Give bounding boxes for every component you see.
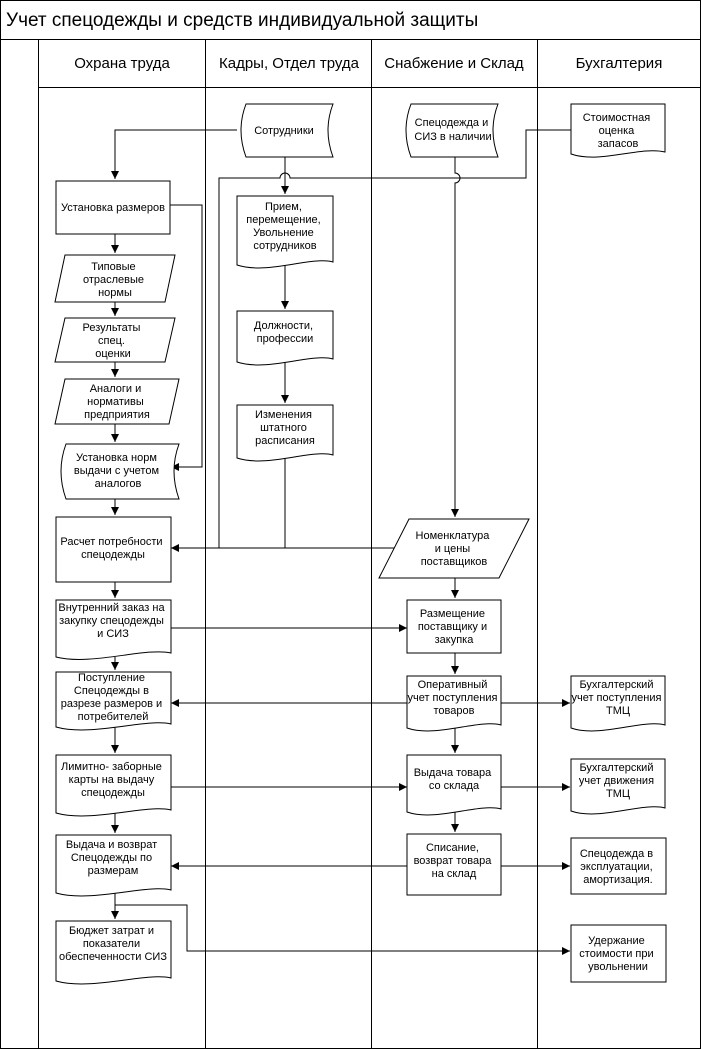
employees-text: Сотрудники	[254, 125, 314, 137]
positions-text: Должности, профессии	[254, 320, 316, 345]
lane-header-hr: Кадры, Отдел труда	[219, 55, 360, 72]
process-needs-calc: Расчет потребности спецодежды	[55, 516, 172, 583]
document-accounting-movement: Бухгалтерский учет движения ТМЦ	[570, 758, 666, 815]
in-use-text: Спецодежда в эксплуатации, амортизация.	[580, 848, 656, 886]
diagram-title: Учет спецодежды и средств индивидуальной…	[6, 10, 478, 31]
process-size-setting: Установка размеров	[55, 180, 171, 235]
lane-header-accounting: Бухгалтерия	[576, 55, 663, 72]
inventory-valuation-text: Стоимостная оценка запасов	[583, 112, 654, 150]
retention-text: Удержание стоимости при увольнении	[579, 935, 656, 973]
special-assessment-text: Результаты спец. оценки	[83, 322, 144, 360]
stock-issue-text: Выдача товара со склада	[414, 767, 495, 792]
document-stock-issue: Выдача товара со склада	[406, 754, 502, 816]
accounting-receipt-text: Бухгалтерский учет поступления ТМЦ	[571, 679, 664, 717]
document-internal-order: Внутренний заказ на закупку спецодежды и…	[55, 599, 172, 660]
stored-data-norms-setting: Установка норм выдачи с учетом аналогов	[60, 443, 180, 500]
process-in-use: Спецодежда в эксплуатации, амортизация.	[570, 837, 667, 895]
company-analogs-text: Аналоги и нормативы предприятия	[84, 383, 150, 421]
issue-return-text: Выдача и возврат Спецодежды по размерам	[66, 839, 160, 877]
document-budget: Бюджет затрат и показатели обеспеченност…	[55, 920, 172, 985]
document-accounting-receipt: Бухгалтерский учет поступления ТМЦ	[570, 675, 666, 732]
data-nomenclature: Номенклатура и цены поставщиков	[378, 518, 530, 579]
document-receipt: Поступление Спецодежды в разрезе размеро…	[55, 671, 172, 731]
needs-calc-text: Расчет потребности спецодежды	[60, 536, 165, 561]
writeoff-text: Списание, возврат товара на склад	[414, 842, 495, 880]
document-limit-cards: Лимитно- заборные карты на выдачу спецод…	[55, 754, 172, 817]
supplier-order-text: Размещение поставщику и закупка	[418, 608, 490, 646]
nomenclature-text: Номенклатура и цены поставщиков	[416, 530, 493, 568]
document-inventory-valuation: Стоимостная оценка запасов	[570, 103, 666, 158]
budget-text: Бюджет затрат и показатели обеспеченност…	[59, 925, 167, 963]
document-operational-receipt: Оперативный учет поступления товаров	[406, 675, 502, 732]
process-retention: Удержание стоимости при увольнении	[570, 924, 667, 983]
hiring-text: Прием, перемещение, Увольнение сотрудник…	[246, 201, 324, 252]
connectors	[111, 129, 571, 955]
lane-header-supply-warehouse: Снабжение и Склад	[384, 55, 524, 72]
stock-available-text: Спецодежда и СИЗ в наличии	[414, 117, 491, 143]
receipt-text: Поступление Спецодежды в разрезе размеро…	[61, 672, 165, 723]
lane-header-labor-safety: Охрана труда	[74, 55, 170, 72]
document-hiring: Прием, перемещение, Увольнение сотрудник…	[236, 195, 334, 269]
size-setting-text: Установка размеров	[61, 202, 165, 214]
data-company-analogs: Аналоги и нормативы предприятия	[54, 378, 180, 425]
limit-cards-text: Лимитно- заборные карты на выдачу спецод…	[61, 761, 165, 799]
document-positions: Должности, профессии	[236, 310, 334, 366]
document-staffing-changes: Изменения штатного расписания	[236, 404, 334, 462]
stored-data-stock-available: Спецодежда и СИЗ в наличии	[405, 103, 499, 158]
document-issue-return: Выдача и возврат Спецодежды по размерам	[55, 834, 172, 897]
data-special-assessment: Результаты спец. оценки	[54, 317, 176, 363]
industry-norms-text: Типовые отраслевые нормы	[83, 261, 147, 299]
norms-setting-text: Установка норм выдачи с учетом аналогов	[74, 452, 162, 490]
operational-receipt-text: Оперативный учет поступления товаров	[407, 679, 500, 717]
data-industry-norms: Типовые отраслевые нормы	[54, 254, 176, 303]
staffing-changes-text: Изменения штатного расписания	[255, 409, 315, 447]
internal-order-text: Внутренний заказ на закупку спецодежды и…	[58, 602, 167, 640]
accounting-movement-text: Бухгалтерский учет движения ТМЦ	[579, 762, 657, 800]
process-supplier-order: Размещение поставщику и закупка	[406, 599, 502, 654]
stored-data-employees: Сотрудники	[240, 103, 334, 158]
process-writeoff: Списание, возврат товара на склад	[406, 833, 502, 896]
